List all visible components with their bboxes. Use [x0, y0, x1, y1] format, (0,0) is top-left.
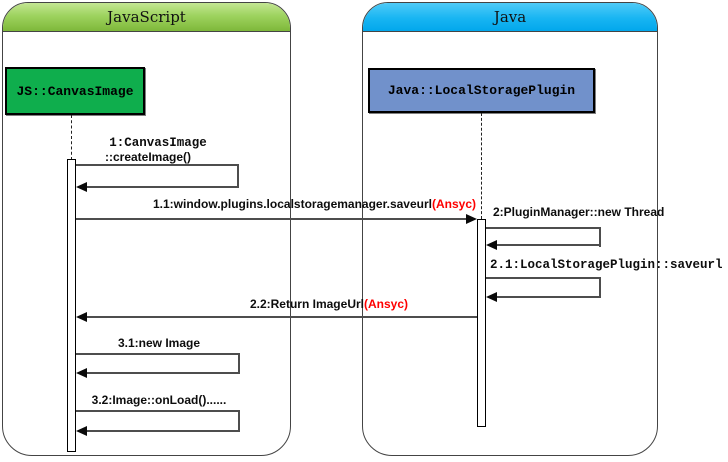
js-lifeline	[71, 115, 72, 160]
message-2-arrowhead-icon	[486, 240, 497, 250]
message-3-1-line-down	[238, 353, 240, 374]
message-3-2-label: 3.2:Image::onLoad()......	[91, 393, 227, 407]
message-2-1-line-down	[599, 277, 601, 298]
participant-java-localstorageplugin: Java::LocalStoragePlugin	[368, 68, 595, 113]
message-1-1-label: 1.1:window.plugins.localstoragemanager.s…	[46, 197, 476, 211]
message-1-1-async-tag: (Ansyc)	[431, 197, 476, 211]
message-2-line-out	[486, 227, 601, 229]
message-1-arrowhead-icon	[76, 182, 87, 192]
message-3-1-line-out	[76, 353, 240, 355]
message-2-line-down	[599, 227, 601, 247]
message-3-1-label: 3.1:new Image	[117, 336, 201, 350]
participant-js-canvasimage-label: JS::CanvasImage	[16, 83, 134, 99]
message-2-2-text: 2.2:Return ImageUrl	[249, 297, 364, 311]
message-2-label: 2:PluginManager::new Thread	[493, 205, 665, 219]
message-2-2-async-tag: (Ansyc)	[363, 297, 408, 311]
message-3-1-arrowhead-icon	[76, 368, 87, 378]
message-1-1-arrowhead-icon	[466, 214, 477, 224]
message-1-1-text: 1.1:window.plugins.localstoragemanager.s…	[153, 197, 432, 211]
frame-java-header: Java	[363, 3, 657, 32]
message-1-line-down	[237, 164, 239, 188]
message-2-2-label: 2.2:Return ImageUrl(Ansyc)	[60, 297, 408, 311]
message-3-2-line-down	[238, 410, 240, 432]
message-2-2-arrowhead-icon	[76, 312, 87, 322]
message-1-label-line1: 1:CanvasImage	[109, 136, 207, 150]
message-3-1-line-return	[87, 372, 240, 374]
frame-java: Java	[362, 2, 658, 456]
message-1-label-line2: ::createImage()	[104, 150, 192, 164]
message-3-2-line-out	[76, 410, 240, 412]
message-2-1-arrowhead-icon	[486, 292, 497, 302]
message-1-1-line	[76, 218, 466, 220]
message-2-2-line	[87, 316, 477, 318]
message-3-2-arrowhead-icon	[76, 426, 87, 436]
java-activation-bar	[477, 219, 486, 427]
message-1-line-out	[76, 164, 239, 166]
message-2-1-line-return	[497, 296, 601, 298]
message-1-line-return	[87, 186, 239, 188]
js-activation-bar	[67, 159, 76, 452]
frame-java-title: Java	[493, 8, 527, 26]
frame-javascript-header: JavaScript	[3, 3, 290, 32]
frame-javascript-title: JavaScript	[107, 8, 186, 26]
message-2-1-label: 2.1:LocalStoragePlugin::saveurl	[490, 258, 723, 272]
java-lifeline	[481, 113, 482, 219]
participant-java-localstorageplugin-label: Java::LocalStoragePlugin	[387, 83, 576, 98]
message-2-line-return	[497, 244, 601, 246]
message-3-2-line-return	[87, 430, 240, 432]
participant-js-canvasimage: JS::CanvasImage	[5, 67, 145, 115]
message-2-1-line-out	[486, 277, 601, 279]
